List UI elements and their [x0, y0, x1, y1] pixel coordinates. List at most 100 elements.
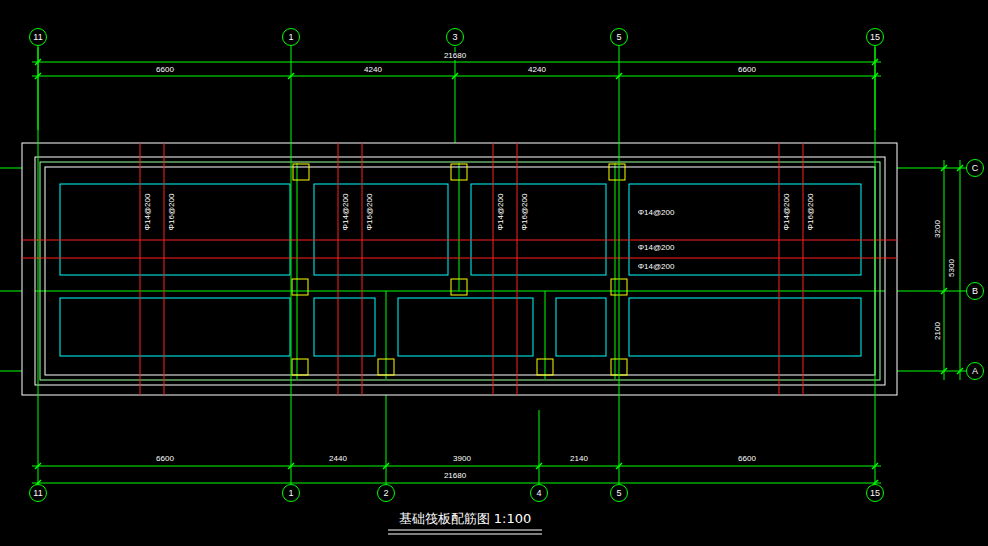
- rebar-note: Φ14@200: [497, 193, 505, 232]
- raft-outline: [45, 167, 875, 375]
- rebar-line: [493, 143, 494, 395]
- axis-bubble: 1: [282, 28, 300, 46]
- dimension-text: 4240: [363, 66, 383, 74]
- dimension-line: [960, 160, 961, 380]
- title-underline: [388, 530, 542, 534]
- column-square: [451, 279, 467, 295]
- raft-outline: [40, 162, 880, 380]
- drawing-title: 基础筏板配筋图 1:100: [399, 512, 532, 525]
- axis-bubble: 3: [446, 28, 464, 46]
- axis-bubble: B: [966, 282, 984, 300]
- pit-outline: [398, 298, 533, 356]
- rebar-note: Φ16@200: [366, 193, 374, 232]
- axis-bubble: 11: [29, 484, 47, 502]
- grid-line: [297, 163, 298, 379]
- rebar-note: Φ14@200: [637, 244, 676, 252]
- dimension-text: 6600: [737, 66, 757, 74]
- pit-outline: [314, 184, 448, 275]
- raft-outline: [22, 143, 897, 395]
- axis-line: [619, 46, 620, 484]
- column-square: [292, 359, 308, 375]
- axis-bubble: 4: [530, 484, 548, 502]
- axis-label: 3: [452, 33, 457, 42]
- axis-bubble: A: [966, 362, 984, 380]
- rebar-line: [164, 143, 165, 395]
- rebar-line: [22, 258, 897, 259]
- dimension-text: 4240: [527, 66, 547, 74]
- grid-line: [386, 291, 387, 379]
- axis-line: [38, 46, 39, 484]
- axis-label: 5: [616, 489, 621, 498]
- raft-outline: [22, 143, 897, 395]
- dimension-text: 2100: [934, 321, 942, 341]
- rebar-line: [362, 143, 363, 395]
- axis-label: 2: [383, 489, 388, 498]
- axis-label: 1: [288, 489, 293, 498]
- rebar-line: [803, 143, 804, 395]
- grid-line: [0, 168, 22, 169]
- title-underline: [388, 534, 542, 535]
- rebar-line: [22, 143, 897, 395]
- column-square: [292, 164, 627, 375]
- pit-outline: [60, 184, 290, 275]
- dimension-text: 6600: [737, 455, 757, 463]
- rebar-line: [779, 143, 780, 395]
- grid-line: [897, 291, 966, 292]
- rebar-note: Φ14@200: [783, 193, 791, 232]
- rebar-note: Φ14@200: [637, 263, 676, 271]
- pit-outline: [60, 298, 290, 356]
- axis-bubble: 1: [282, 484, 300, 502]
- rebar-note: Φ16@200: [807, 193, 815, 232]
- axis-bubble: 11: [29, 28, 47, 46]
- dimension-text: 21680: [443, 52, 467, 60]
- pit-outline: [629, 298, 861, 356]
- axis-label: 4: [536, 489, 541, 498]
- pit-outline: [556, 298, 606, 356]
- axis-bubble: 5: [610, 484, 628, 502]
- dimension-line: [32, 76, 881, 77]
- axis-label: 15: [870, 33, 880, 42]
- grid-line: [0, 163, 966, 379]
- title-underline: [388, 530, 542, 531]
- dimension-text: 3200: [934, 219, 942, 239]
- grid-line: [615, 163, 616, 379]
- dimension-text: 21680: [443, 472, 467, 480]
- dimension-line: [386, 395, 387, 484]
- dimension-line: [455, 47, 456, 143]
- grid-line: [897, 168, 966, 169]
- column-square: [537, 359, 553, 375]
- dimension-tick: [35, 59, 963, 486]
- rebar-line: [22, 240, 897, 241]
- axis-label: 15: [870, 489, 880, 498]
- dimension-text: 6600: [155, 66, 175, 74]
- pit-outline: [314, 298, 375, 356]
- dimension-line: [32, 483, 881, 484]
- axis-bubble: C: [966, 159, 984, 177]
- dimension-tick: [536, 463, 542, 469]
- dimension-text: 5300: [948, 258, 956, 278]
- pit-outline: [471, 184, 606, 275]
- dimension-text: 3900: [452, 455, 472, 463]
- rebar-line: [338, 143, 339, 395]
- axis-bubble: 2: [377, 484, 395, 502]
- grid-line: [35, 291, 885, 292]
- grid-line: [0, 371, 22, 372]
- axis-label: 5: [616, 33, 621, 42]
- axis-label: 11: [33, 489, 42, 498]
- rebar-note: Φ14@200: [144, 193, 152, 232]
- rebar-line: [140, 143, 141, 395]
- dimension-text: 2140: [569, 455, 589, 463]
- axis-label: A: [972, 367, 978, 376]
- axis-line: [291, 46, 292, 484]
- axis-bubble: 15: [866, 28, 884, 46]
- dimension-tick: [452, 73, 458, 79]
- column-square: [293, 164, 309, 180]
- dimension-tick: [383, 463, 389, 469]
- dimension-text: 2440: [328, 455, 348, 463]
- dimension-line: [32, 466, 881, 467]
- rebar-note: Φ14@200: [342, 193, 350, 232]
- column-square: [378, 359, 394, 375]
